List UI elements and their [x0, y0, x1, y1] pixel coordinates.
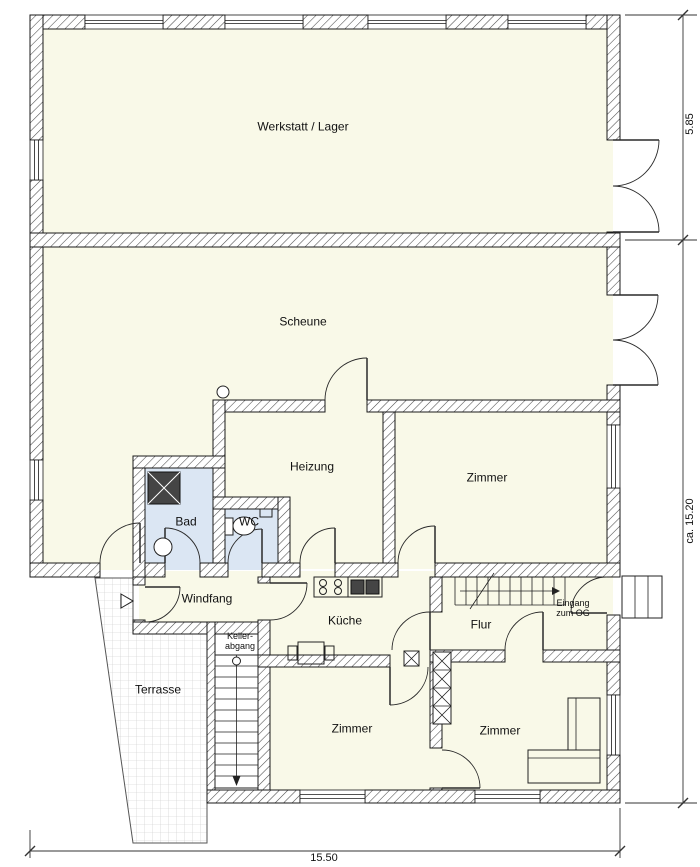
- doors-layer: [99, 139, 660, 789]
- annotation-keller-line1: Keller-: [226, 631, 254, 642]
- room-label-wc: WC: [239, 514, 259, 529]
- room-label-werkstatt: Werkstatt / Lager: [257, 119, 349, 134]
- annotation-keller-line2: abgang: [224, 641, 256, 652]
- exterior-stoop: [621, 575, 663, 619]
- room-label-heizung: Heizung: [289, 459, 335, 474]
- room-label-kueche: Küche: [327, 613, 363, 628]
- room-label-zimmer-mid: Zimmer: [331, 721, 373, 736]
- radiator: [403, 650, 420, 667]
- dimension-right-main: ca. 15.20: [683, 498, 696, 544]
- boiler-circle: [216, 385, 230, 399]
- room-label-zimmer-top: Zimmer: [466, 470, 508, 485]
- dimension-bottom: 15.50: [310, 851, 338, 864]
- bathroom-fixtures: [147, 471, 273, 557]
- furniture-sofa: [527, 697, 601, 784]
- windows-layer: [29, 14, 621, 804]
- chimney: [432, 651, 452, 725]
- annotation-eingang-og-line1: Eingang: [556, 598, 590, 609]
- room-label-scheune: Scheune: [279, 314, 327, 329]
- stairs-og: [454, 572, 566, 610]
- room-label-windfang: Windfang: [181, 591, 233, 606]
- room-label-bad: Bad: [175, 514, 197, 529]
- annotation-eingang-og-line2: zum OG: [556, 608, 590, 619]
- room-label-flur: Flur: [470, 617, 492, 632]
- kitchen-fixtures: [287, 576, 383, 665]
- dimension-lines: [24, 9, 697, 858]
- dimension-right-top: 5.85: [683, 113, 696, 135]
- room-label-terrasse: Terrasse: [134, 682, 182, 697]
- room-label-zimmer-right: Zimmer: [479, 723, 521, 738]
- entrance-arrow-icon: [120, 593, 134, 609]
- stairs-keller: [214, 654, 259, 789]
